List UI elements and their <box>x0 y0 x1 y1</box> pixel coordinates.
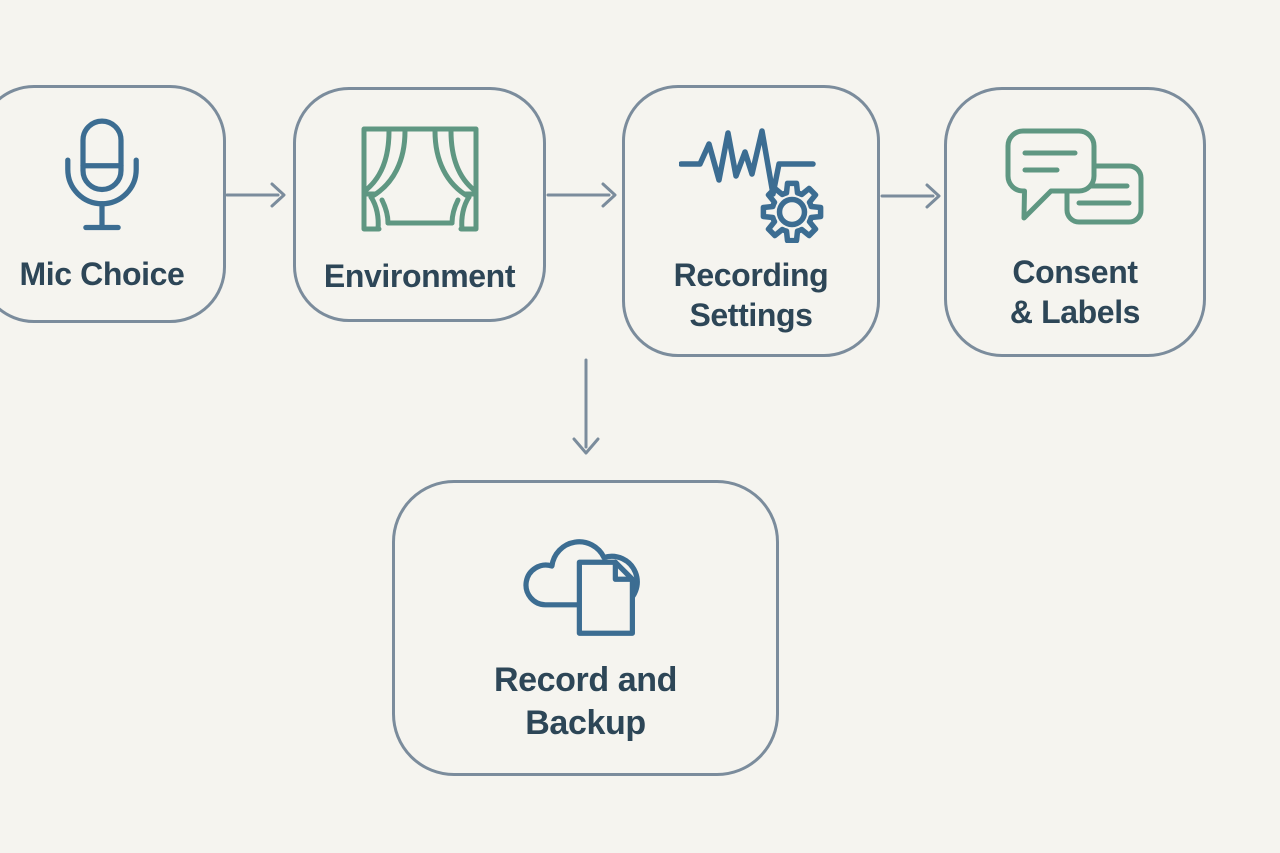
arrow-recording-to-consent <box>880 183 941 209</box>
node-mic-choice: Mic Choice <box>0 85 226 323</box>
cloud-document-icon <box>522 539 640 636</box>
microphone-icon <box>65 118 139 231</box>
node-record-backup: Record and Backup <box>392 480 779 776</box>
node-label: Environment <box>323 258 516 294</box>
node-label: Record and Backup <box>493 661 678 742</box>
chat-bubbles-icon <box>1005 128 1144 225</box>
node-label: Recording Settings <box>673 257 829 333</box>
waveform-gear-icon <box>678 128 823 243</box>
arrow-mic-to-environment <box>225 182 286 208</box>
node-label: Mic Choice <box>19 256 185 292</box>
node-consent-labels: Consent & Labels <box>944 87 1206 357</box>
curtains-icon <box>361 126 478 232</box>
node-recording-settings: Recording Settings <box>622 85 880 357</box>
node-environment: Environment <box>293 87 546 322</box>
arrow-environment-to-recording <box>546 182 617 208</box>
arrow-down-to-record-backup <box>572 358 600 455</box>
node-label: Consent & Labels <box>1009 254 1141 330</box>
